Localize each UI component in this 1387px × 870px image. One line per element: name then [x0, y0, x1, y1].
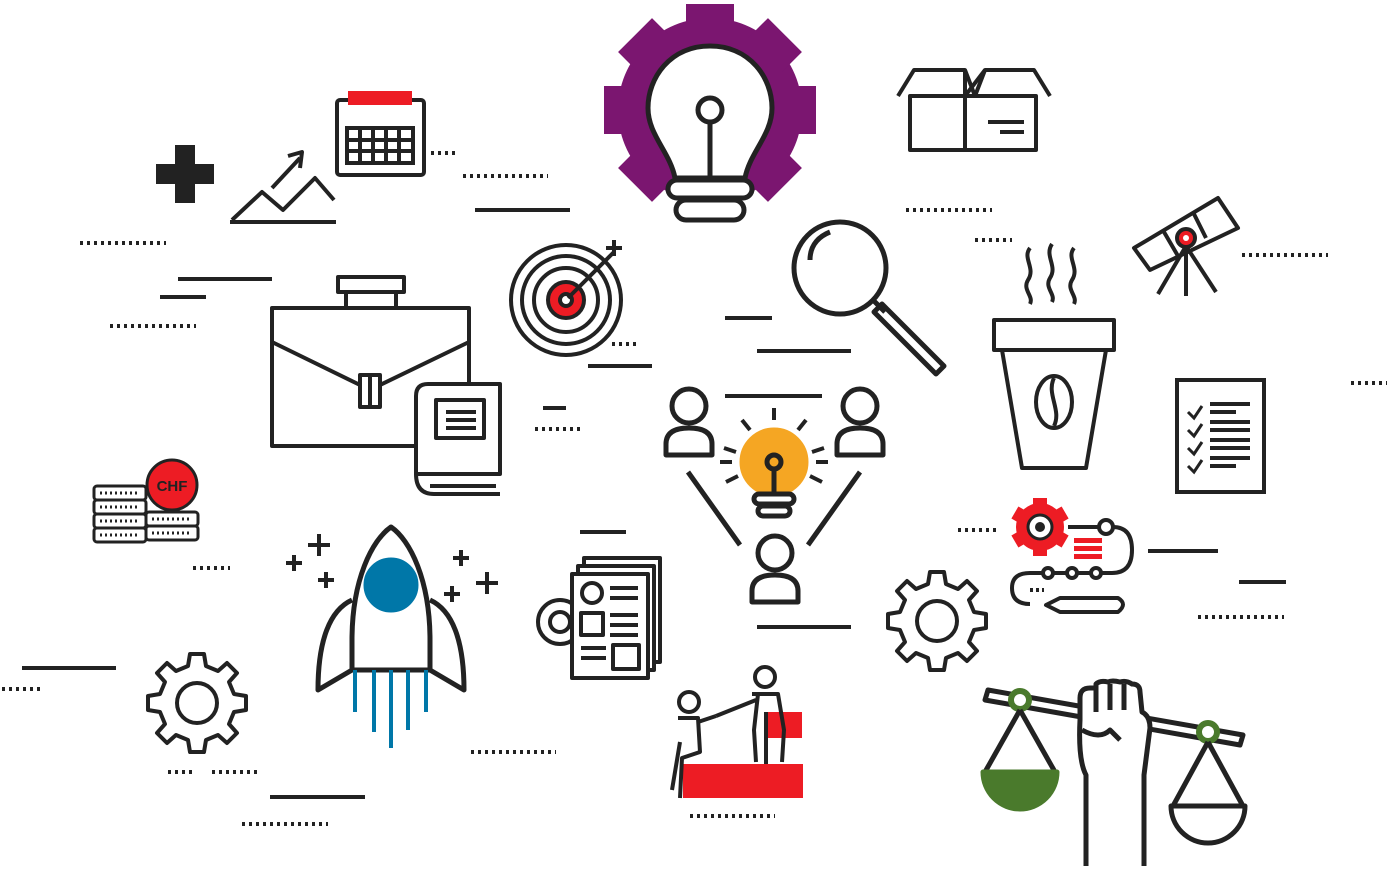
coffee-cup-icon	[992, 242, 1116, 470]
lightbulb-gear-icon	[604, 4, 816, 223]
settings-gear-icon	[146, 652, 248, 754]
coins-icon	[92, 458, 200, 544]
calendar-icon	[335, 91, 426, 177]
plus-icon	[156, 145, 214, 203]
book-icon	[414, 382, 502, 496]
checklist-icon	[1175, 378, 1266, 494]
coin-label: CHF	[157, 478, 188, 495]
process-gear-icon	[1009, 498, 1135, 614]
dotted-lines	[2, 151, 1387, 826]
telescope-icon	[1132, 196, 1240, 296]
decorative-lines	[22, 208, 1286, 799]
justice-scale-icon	[980, 678, 1248, 866]
documents-icon	[536, 556, 662, 680]
team-idea-icon	[663, 386, 886, 605]
briefcase-icon	[270, 275, 471, 448]
open-box-icon	[896, 68, 1052, 152]
gear-icon	[886, 570, 988, 672]
helping-hand-icon	[670, 665, 803, 799]
target-icon	[509, 240, 623, 357]
magnifier-icon	[791, 219, 947, 377]
growth-chart-icon	[230, 150, 336, 224]
rocket-icon	[286, 524, 498, 748]
